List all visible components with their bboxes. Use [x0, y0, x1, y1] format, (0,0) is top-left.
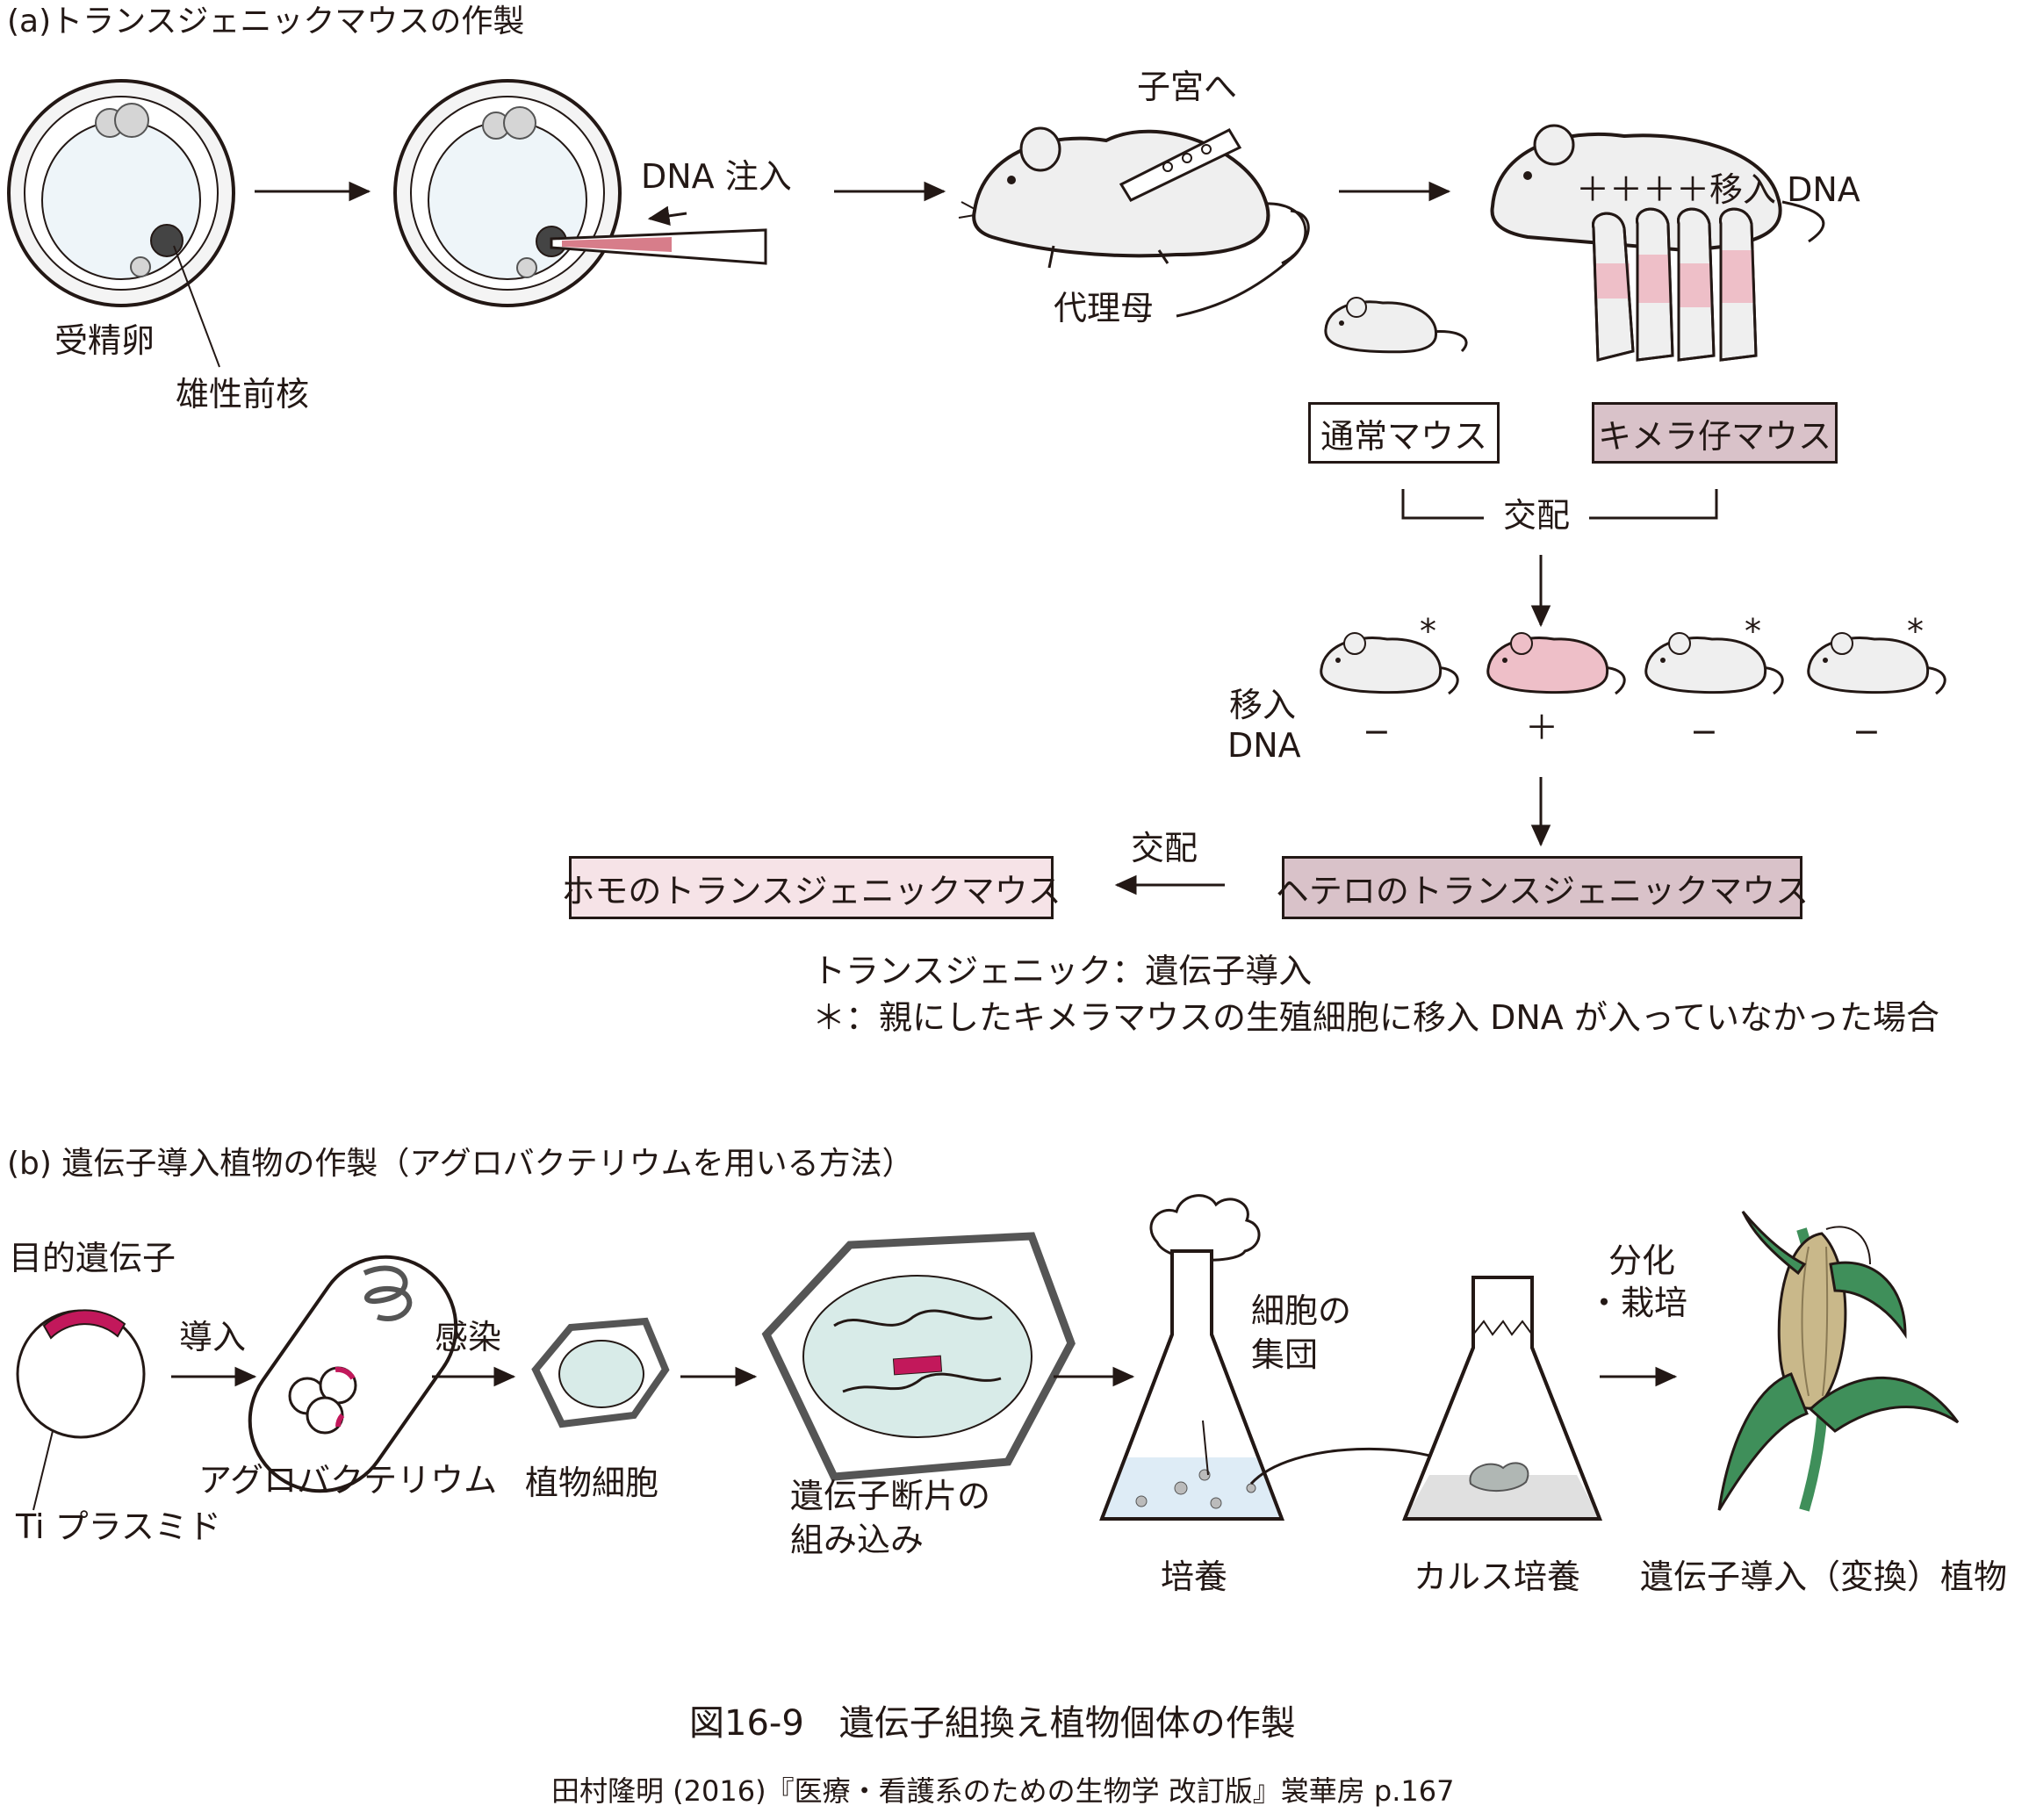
infection-label: 感染: [435, 1318, 502, 1356]
callus-culture-label: カルス培養: [1414, 1557, 1581, 1596]
introduction-label: 導入: [179, 1318, 247, 1356]
differentiation-label-line2: ・栽培: [1587, 1284, 1688, 1322]
transgene-label-line2: DNA: [1227, 726, 1301, 765]
fertilized-egg-illustration: [7, 79, 235, 368]
section-b-header: (b) 遺伝子導入植物の作製（アグロバクテリウムを用いる方法）: [7, 1146, 914, 1182]
offspring-asterisk-3: *: [1745, 612, 1761, 651]
offspring-sign-4: −: [1853, 712, 1881, 751]
figure-caption: 図16-9 遺伝子組換え植物個体の作製: [689, 1703, 1296, 1744]
mating-label-2: 交配: [1131, 829, 1198, 867]
transgenic-plant-illustration: [1717, 1211, 1960, 1512]
gene-fragment-label-line2: 組み込み: [790, 1521, 925, 1559]
callus-flask-illustration: [1402, 1276, 1602, 1521]
gene-fragment-label-line1: 遺伝子断片の: [790, 1477, 991, 1515]
normal-mouse-illustration: [1324, 297, 1468, 354]
injection-direction-arrow: [647, 205, 687, 226]
mating-label-1: 交配: [1503, 496, 1571, 535]
note-asterisk-explanation: ＊：親にしたキメラマウスの生殖細胞に移入 DNA が入っていなかった場合: [812, 998, 1939, 1037]
transgene-plus-label: ＋＋＋＋移入 DNA: [1576, 170, 1860, 209]
source-credit: 田村隆明 (2016)『医療・看護系のための生物学 改訂版』裳華房 p.167: [551, 1774, 1455, 1808]
to-uterus-label: 子宮へ: [1137, 68, 1238, 106]
surrogate-mother-mouse-illustration: [958, 126, 1310, 318]
offspring-sign-1: −: [1363, 712, 1391, 751]
fertilized-egg-label: 受精卵: [54, 321, 155, 360]
homo-transgenic-box: ホモのトランスジェニックマウス: [561, 856, 1061, 919]
offspring-mouse-2: [1486, 632, 1626, 695]
normal-mouse-box: 通常マウス: [1308, 402, 1500, 464]
target-gene-label: 目的遺伝子: [9, 1239, 176, 1277]
offspring-sign-2: ＋: [1525, 709, 1559, 747]
ti-plasmid-illustration: [16, 1309, 146, 1511]
injected-egg-illustration: [393, 79, 767, 307]
chimera-mice-illustration: [1490, 124, 1825, 362]
section-a-header: (a)トランスジェニックマウスの作製: [7, 4, 525, 40]
cell-cluster-label-line2: 集団: [1251, 1335, 1319, 1374]
cell-cluster-label-line1: 細胞の: [1251, 1291, 1352, 1330]
ti-plasmid-label: Ti プラスミド: [16, 1507, 221, 1546]
offspring-asterisk-1: *: [1420, 612, 1436, 651]
male-pronucleus-label: 雄性前核: [176, 375, 310, 414]
plant-cell-label: 植物細胞: [525, 1464, 659, 1502]
plant-cell-illustration: [531, 1317, 670, 1428]
culture-flask-illustration: [1099, 1194, 1468, 1521]
hetero-transgenic-box: ヘテロのトランスジェニックマウス: [1276, 856, 1809, 919]
chimera-mouse-box: キメラ仔マウス: [1592, 402, 1838, 464]
differentiation-label-line1: 分化: [1608, 1241, 1676, 1280]
dna-injection-label: DNA 注入: [641, 157, 792, 196]
transgenic-plant-label: 遺伝子導入（変換）植物: [1640, 1557, 2008, 1596]
agrobacterium-label: アグロバクテリウム: [198, 1461, 498, 1500]
culture-label: 培養: [1161, 1557, 1228, 1596]
integrated-cell-illustration: [761, 1232, 1076, 1481]
offspring-mouse-3: [1644, 632, 1784, 695]
transgene-label-line1: 移入: [1229, 686, 1297, 724]
offspring-mouse-1: [1320, 632, 1459, 695]
note-transgenic-definition: トランスジェニック：遺伝子導入: [812, 952, 1313, 990]
agrobacterium-illustration: [248, 1255, 458, 1493]
offspring-asterisk-4: *: [1907, 612, 1924, 651]
surrogate-mother-label: 代理母: [1054, 289, 1155, 327]
offspring-sign-3: −: [1690, 712, 1718, 751]
offspring-mouse-4: [1807, 632, 1946, 695]
